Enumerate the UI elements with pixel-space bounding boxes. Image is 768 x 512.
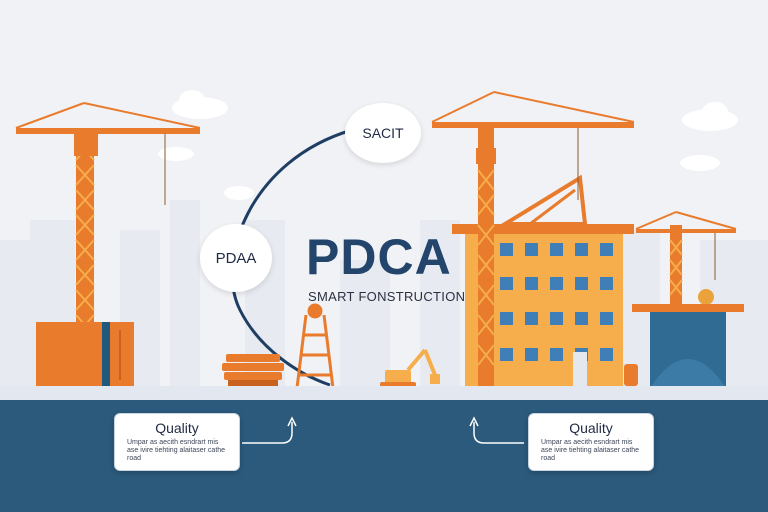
arrow-left-icon [242,422,293,444]
arrow-left-head-icon [287,416,297,427]
quality-card-right: Quality Umpar as aecith esndrart mis ase… [528,413,654,471]
step-bubble-left: PDAA [200,224,272,292]
quality-card-left-title: Quality [155,420,199,436]
step-bubble-top: SACIT [345,103,421,163]
quality-card-left-text: Umpar as aecith esndrart mis ase ivire t… [127,439,226,462]
page-title: PDCA [306,229,452,285]
right-main-crane [431,91,635,388]
step-bubble-left-label: PDAA [215,249,257,267]
excavator [380,348,440,387]
ladder-tower [295,303,335,389]
quality-card-right-text: Umpar as aecith esndrart mis ase ivire t… [541,439,640,462]
left-crane [15,102,201,386]
ground-line [0,386,768,400]
step-bubble-top-label: SACIT [362,125,404,141]
pdca-cycle-arc [230,128,353,387]
arrow-right-icon [473,422,524,444]
arrow-right-head-icon [469,416,479,427]
quality-card-left: Quality Umpar as aecith esndrart mis ase… [114,413,240,471]
clouds [158,90,738,200]
quality-card-right-title: Quality [569,420,613,436]
page-subtitle: SMART FONSTRUCTION [308,289,466,304]
brick-pallet [222,354,284,386]
small-right-crane [632,211,744,388]
